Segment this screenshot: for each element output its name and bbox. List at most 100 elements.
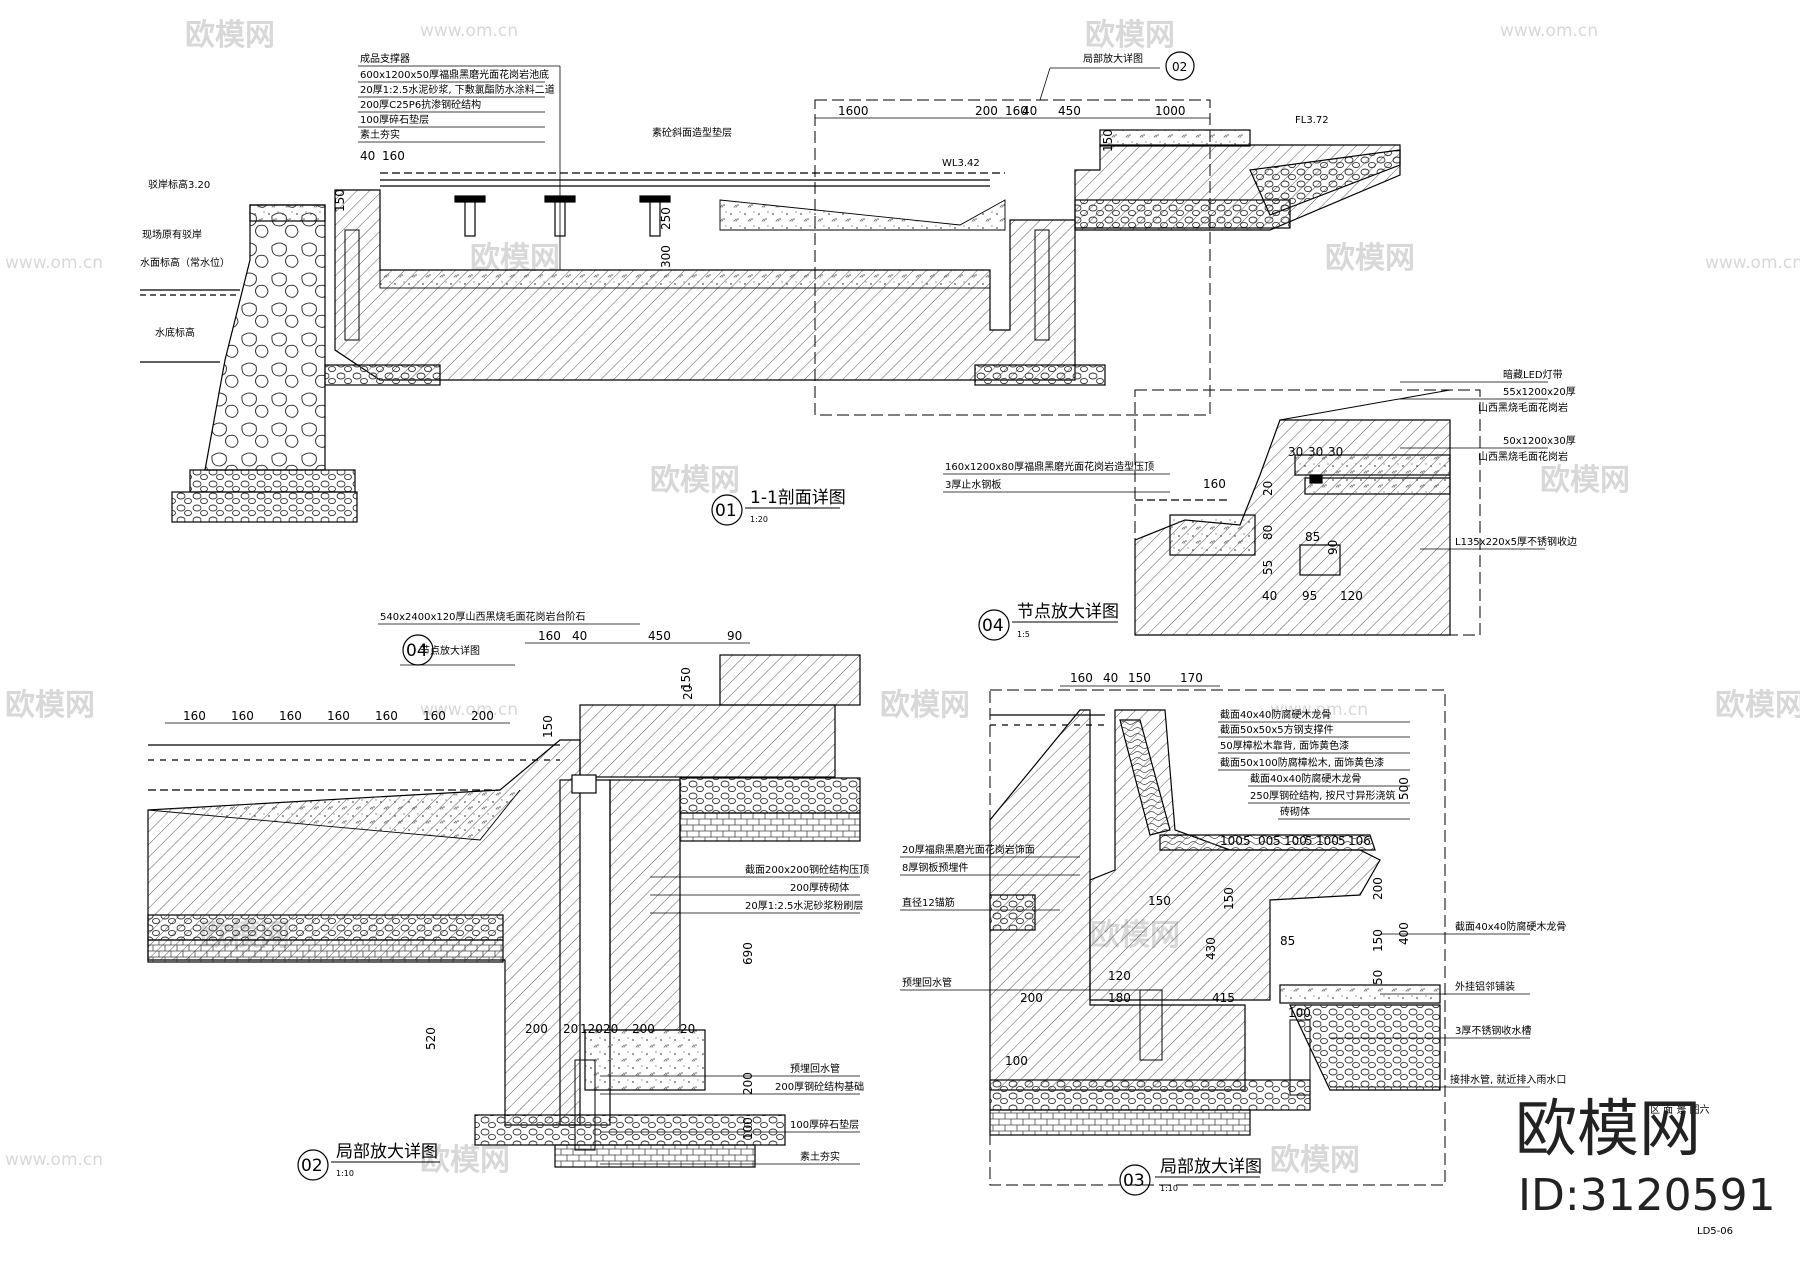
dim: 160 [1005, 104, 1028, 118]
dim: 40 [1022, 104, 1037, 118]
note-granite-a: 山西黑烧毛面花岗岩 [1478, 401, 1568, 414]
dim: 150 [1101, 129, 1115, 152]
dim: 85 [1280, 934, 1295, 948]
label-wl: WL3.42 [942, 158, 980, 169]
dim: 150 [541, 715, 555, 738]
note-55: 55x1200x20厚 [1503, 386, 1576, 398]
dim: 30 [1308, 445, 1323, 459]
dim: 20 [1261, 481, 1275, 496]
watermark-logo: 欧模网 [1325, 241, 1415, 276]
dim: 20 [563, 1022, 578, 1036]
dim: 90 [1326, 540, 1340, 555]
dim: 300 [659, 245, 673, 268]
ref-04-number: 04 [406, 641, 428, 661]
section-04-drawing [1134, 389, 1481, 636]
ref-02-title: 局部放大详图 [1083, 52, 1143, 65]
dim: 40 [360, 149, 375, 163]
dim: 250 [659, 207, 673, 230]
note-soil: 素土夯实 [360, 128, 400, 141]
watermark-url: www.om.cn [5, 253, 103, 273]
dim: 160 [1070, 671, 1093, 685]
dim: 5 [1338, 834, 1346, 848]
dim: 150 [679, 667, 693, 690]
brand-logo: 欧模网 [1515, 1092, 1701, 1165]
watermark-logo: 欧模网 [1715, 688, 1800, 723]
view-04-number: 04 [982, 616, 1004, 636]
dim: 690 [741, 942, 755, 965]
dim: 5 [1243, 834, 1251, 848]
dim: 200 [632, 1022, 655, 1036]
view-number-circle [978, 609, 1010, 641]
dim: 400 [1397, 922, 1411, 945]
dim: 150 [1148, 894, 1171, 908]
view-number-circle [1119, 1164, 1151, 1196]
dim: 1600 [838, 104, 869, 118]
dim: 20 [681, 685, 695, 700]
dim: 150 [1371, 929, 1385, 952]
note-render: 20厚1:2.5水泥砂浆粉刷层 [745, 899, 863, 912]
dim: 160 [279, 709, 302, 723]
dim: 200 [1371, 877, 1385, 900]
dim: 90 [727, 629, 742, 643]
note-coping-beam: 截面200x200钢砼结构压顶 [745, 863, 869, 876]
note-steel-edge: L135x220x5厚不锈钢收边 [1455, 535, 1577, 548]
note-s03-l0: 20厚福鼎黑磨光面花岗岩饰面 [902, 843, 1035, 856]
dim: 450 [1058, 104, 1081, 118]
dim: 100 [1005, 1054, 1028, 1068]
watermark-logo: 欧模网 [1540, 463, 1630, 498]
note-s03-r0: 截面40x40防腐硬木龙骨 [1220, 708, 1331, 721]
dim: 106 [1348, 834, 1371, 848]
dim: 85 [1305, 530, 1320, 544]
stone-revetment [204, 204, 326, 471]
view-01-scale: 1:20 [750, 515, 768, 524]
dim: 120 [1108, 969, 1131, 983]
dim: 150 [1128, 671, 1151, 685]
watermark-layer: 欧模网 www.om.cn 欧模网 www.om.cn 欧模网 欧模网 www.… [5, 18, 1800, 1178]
dim: 120 [580, 1022, 603, 1036]
dim: 500 [1397, 777, 1411, 800]
section-02-annotations: 540x2400x120厚山西黑烧毛面花岗岩台阶石 截面200x200钢砼结构压… [165, 610, 869, 1181]
view-02-title: 局部放大详图 [336, 1142, 438, 1162]
watermark-url: www.om.cn [1705, 253, 1800, 273]
note-s03-r1: 截面50x50x5方钢支撑件 [1220, 723, 1334, 736]
dim: 160 [183, 709, 206, 723]
note-step-stone: 540x2400x120厚山西黑烧毛面花岗岩台阶石 [380, 610, 585, 623]
watermark-logo: 欧模网 [1085, 18, 1175, 53]
dim: 55 [1261, 560, 1275, 575]
dim: 100 [741, 1117, 755, 1140]
dim: 100 [1288, 1006, 1311, 1020]
brand-id: ID:3120591 [1518, 1170, 1776, 1221]
ref-02-circle [1165, 51, 1195, 81]
dim: 30 [1288, 445, 1303, 459]
section-03-annotations: 截面40x40防腐硬木龙骨 截面50x50x5方钢支撑件 50厚樟松木靠背, 面… [900, 671, 1566, 1196]
note-s03-l3: 预埋回水管 [902, 976, 952, 989]
dim: 160 [538, 629, 561, 643]
watermark-logo: 欧模网 [5, 688, 95, 723]
pedestal-supports [454, 195, 671, 237]
watermark-logo: 欧模网 [1270, 1143, 1360, 1178]
dim: 150 [333, 189, 347, 212]
dim: 100 [1316, 834, 1339, 848]
view-04-scale: 1:5 [1017, 630, 1030, 639]
dim: 20 [680, 1022, 695, 1036]
note-s03-l1: 8厚钢板预埋件 [902, 861, 968, 874]
label-bottom-level: 水底标高 [155, 326, 195, 339]
watermark-logo: 欧模网 [420, 1143, 510, 1178]
dim: 30 [1328, 445, 1343, 459]
dim: 150 [1222, 887, 1236, 910]
dim: 1000 [1155, 104, 1186, 118]
note-concrete: 200厚C25P6抗渗钢砼结构 [360, 98, 481, 111]
watermark-logo: 欧模网 [185, 18, 275, 53]
dim: 160 [231, 709, 254, 723]
dim: 20 [603, 1022, 618, 1036]
dim: 160 [327, 709, 350, 723]
label-existing-revetment: 现场原有驳岸 [142, 228, 202, 241]
watermark-logo: 欧模网 [880, 688, 970, 723]
watermark-url: www.om.cn [1270, 700, 1368, 720]
dim: 40 [1103, 671, 1118, 685]
dim: 50 [1371, 970, 1385, 985]
dim: 200 [471, 709, 494, 723]
watermark-url: www.om.cn [420, 21, 518, 41]
note-s03-r2: 50厚樟松木靠背, 面饰黄色漆 [1220, 739, 1349, 752]
note-s03-r10: 接排水管, 就近排入雨水口 [1450, 1073, 1566, 1086]
